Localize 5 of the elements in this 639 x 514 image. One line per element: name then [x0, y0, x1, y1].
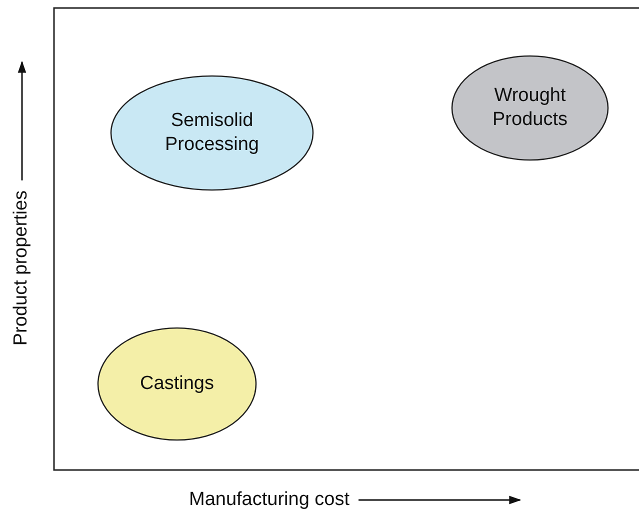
region-label: Wrought Products: [492, 84, 568, 132]
region-label: Semisolid Processing: [164, 109, 260, 157]
axis-label: Manufacturing cost: [189, 489, 350, 511]
axis-label: Product properties: [11, 190, 33, 346]
region-label: Castings: [139, 372, 215, 396]
